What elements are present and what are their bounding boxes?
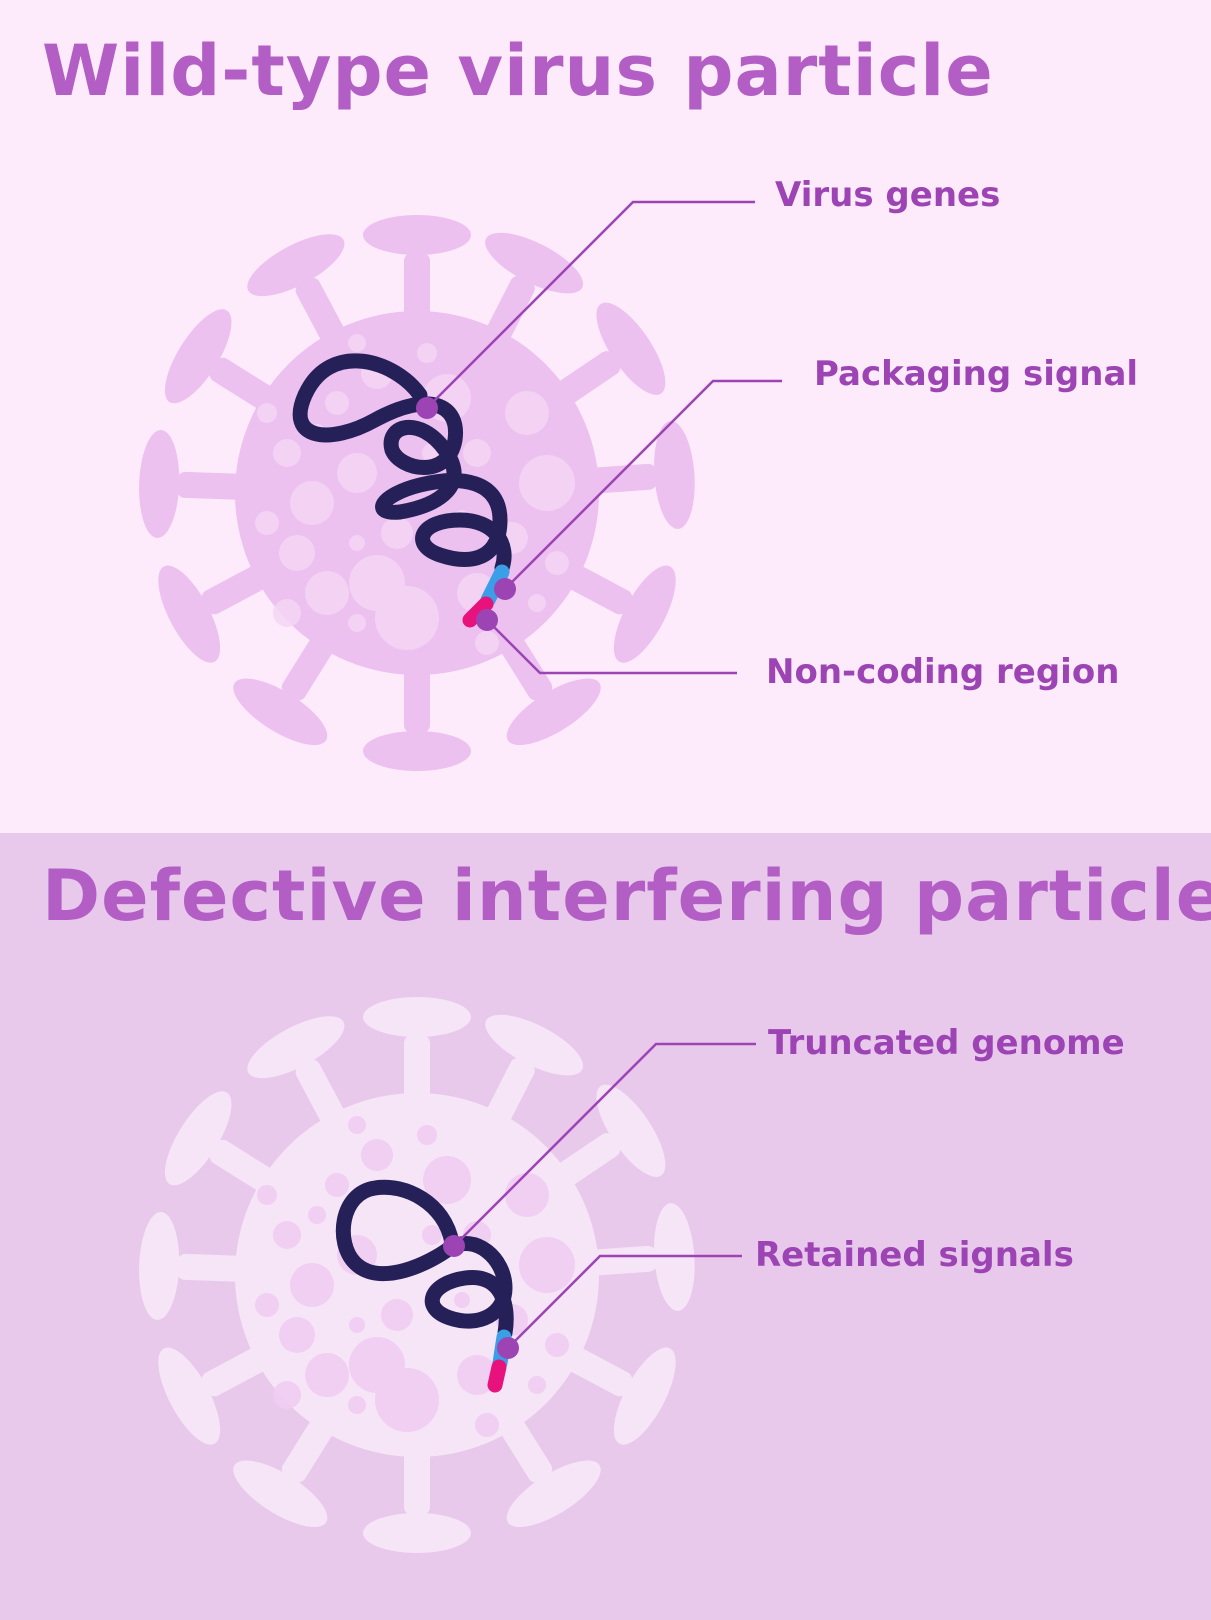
truncated-genome-marker — [443, 1235, 465, 1257]
virus-genes-label: Virus genes — [775, 175, 1000, 215]
defective-panel: Defective interfering particle Truncated… — [0, 833, 1211, 1620]
defective-virus-particle — [137, 997, 699, 1553]
defective-diagram: Truncated genome Retained signals — [137, 997, 1125, 1553]
non-coding-region-label: Non-coding region — [766, 652, 1119, 692]
defective-non-coding-segment — [487, 1359, 507, 1393]
packaging-signal-marker — [494, 578, 516, 600]
wild-type-genome-strand — [292, 353, 512, 576]
truncated-genome-label: Truncated genome — [768, 1023, 1125, 1063]
defective-genome-strand — [335, 1179, 514, 1341]
wild-type-diagram: Virus genes Packaging signal Non-coding … — [137, 175, 1138, 771]
wild-type-non-coding-segment — [462, 596, 494, 628]
non-coding-region-marker — [476, 609, 498, 631]
wild-type-title: Wild-type virus particle — [42, 30, 994, 112]
truncated-genome-leader — [453, 1042, 756, 1247]
virus-genes-marker — [416, 397, 438, 419]
retained-signals-leader — [507, 1254, 742, 1349]
non-coding-region-leader — [486, 619, 737, 675]
packaging-signal-label: Packaging signal — [814, 354, 1138, 394]
retained-signals-label: Retained signals — [755, 1235, 1074, 1275]
packaging-signal-leader — [504, 379, 782, 590]
defective-title: Defective interfering particle — [42, 855, 1211, 937]
wild-type-panel: Wild-type virus particle Virus genes Pac… — [0, 0, 1211, 833]
virus-genes-leader — [426, 200, 755, 409]
retained-signals-marker — [497, 1337, 519, 1359]
